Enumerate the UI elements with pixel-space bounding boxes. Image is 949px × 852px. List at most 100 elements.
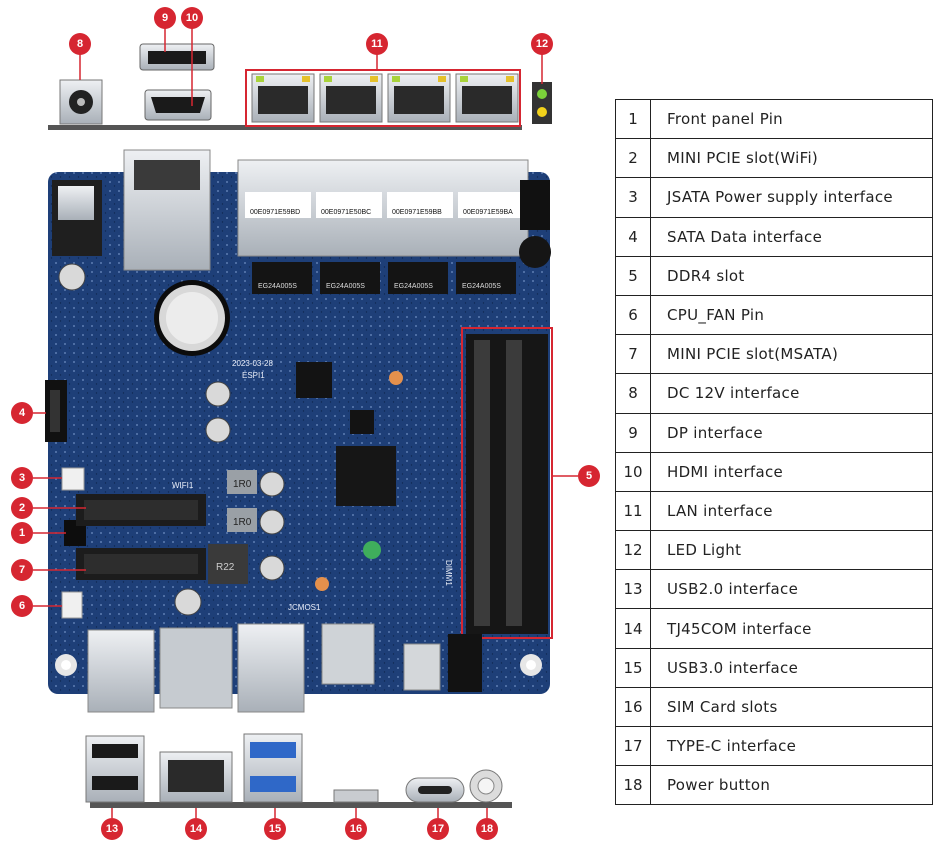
- legend-label: Front panel Pin: [650, 98, 933, 140]
- legend-number: 5: [615, 255, 651, 296]
- lan-transformers: EG24A005S EG24A005S EG24A005S EG24A005S: [252, 262, 516, 294]
- usb2-ports: [85, 735, 145, 803]
- callout-badge-1: 1: [11, 522, 33, 544]
- bottom-io-strip: [85, 733, 512, 808]
- legend-label: JSATA Power supply interface: [650, 177, 933, 218]
- callout-badge-3: 3: [11, 467, 33, 489]
- callout-badge-9: 9: [154, 7, 176, 29]
- callout-badge-17: 17: [427, 818, 449, 840]
- legend-label: DDR4 slot: [650, 255, 933, 296]
- legend-label: MINI PCIE slot(WiFi): [650, 138, 933, 179]
- legend-number: 1: [615, 98, 651, 140]
- callout-badge-10: 10: [181, 7, 203, 29]
- dimm-label: DIMM1: [444, 560, 453, 586]
- callout-badge-14: 14: [185, 818, 207, 840]
- top-io-strip: [48, 43, 552, 130]
- callout-badge-2: 2: [11, 497, 33, 519]
- callout-badge-7: 7: [11, 559, 33, 581]
- legend-number: 17: [615, 725, 651, 767]
- callout-badge-8: 8: [69, 33, 91, 55]
- legend-label: SATA Data interface: [650, 216, 933, 257]
- callout-badge-12: 12: [531, 33, 553, 55]
- legend-number: 4: [615, 216, 651, 257]
- leader-lines: [33, 28, 578, 818]
- inductor-label: 1R0: [233, 479, 252, 490]
- callout-badge-16: 16: [345, 818, 367, 840]
- legend-label: DP interface: [650, 412, 933, 453]
- callout-badge-4: 4: [11, 402, 33, 424]
- callout-badge-15: 15: [264, 818, 286, 840]
- mac-label: 00E0971E59BA: [463, 209, 513, 216]
- legend-number: 13: [615, 569, 651, 610]
- ddr4-slot: DIMM1: [444, 327, 553, 639]
- transformer-label: EG24A005S: [394, 283, 433, 290]
- motherboard-figure: 00E0971E59BD 00E0971E50BC 00E0971E59BB 0…: [33, 28, 578, 818]
- legend-number: 9: [615, 412, 651, 453]
- callout-badge-13: 13: [101, 818, 123, 840]
- legend-number: 7: [615, 334, 651, 375]
- legend-label: SIM Card slots: [650, 686, 933, 728]
- legend-number: 8: [615, 373, 651, 414]
- inductor-label: R22: [216, 562, 235, 573]
- callout-badge-6: 6: [11, 595, 33, 617]
- transformer-label: EG24A005S: [462, 283, 501, 290]
- inductors: 1R0 1R0 R22: [208, 470, 257, 584]
- legend-label: LAN interface: [650, 490, 933, 532]
- legend-label: Power button: [650, 765, 933, 806]
- motherboard: 00E0971E59BD 00E0971E50BC 00E0971E59BB 0…: [45, 149, 553, 713]
- mac-label: 00E0971E59BB: [392, 209, 442, 216]
- legend-label: USB2.0 interface: [650, 569, 933, 610]
- hdmi-port: [144, 89, 212, 121]
- usb3-ports: [243, 733, 303, 803]
- lan-ports: [245, 69, 521, 127]
- legend-label: USB3.0 interface: [650, 647, 933, 688]
- callout-badge-18: 18: [476, 818, 498, 840]
- transformer-label: EG24A005S: [258, 283, 297, 290]
- legend-number: 15: [615, 647, 651, 688]
- legend-label: DC 12V interface: [650, 373, 933, 414]
- legend-label: MINI PCIE slot(MSATA): [650, 334, 933, 375]
- mac-label: 00E0971E50BC: [321, 209, 371, 216]
- led-light: [532, 82, 552, 124]
- legend-label: HDMI interface: [650, 451, 933, 492]
- jcmos-label: JCMOS1: [288, 603, 321, 612]
- legend-number: 18: [615, 765, 651, 806]
- transformer-label: EG24A005S: [326, 283, 365, 290]
- wifi-label: WIFI1: [172, 481, 194, 490]
- rj45-com-port: [159, 751, 233, 803]
- callout-badge-11: 11: [366, 33, 388, 55]
- legend-number: 16: [615, 686, 651, 728]
- dp-port: [139, 43, 215, 71]
- date-code: 2023-03-28: [232, 359, 273, 368]
- legend-number: 10: [615, 451, 651, 492]
- mac-label: 00E0971E59BD: [250, 209, 300, 216]
- legend-label: TJ45COM interface: [650, 608, 933, 649]
- legend-label: TYPE-C interface: [650, 725, 933, 767]
- espi-label: ESPI1: [242, 371, 265, 380]
- legend-label: LED Light: [650, 530, 933, 571]
- legend-number: 3: [615, 177, 651, 218]
- legend-number: 6: [615, 294, 651, 336]
- callout-badge-5: 5: [578, 465, 600, 487]
- legend-number: 2: [615, 138, 651, 179]
- legend-number: 11: [615, 490, 651, 532]
- inductor-label: 1R0: [233, 517, 252, 528]
- dc-12v-jack: [59, 79, 103, 125]
